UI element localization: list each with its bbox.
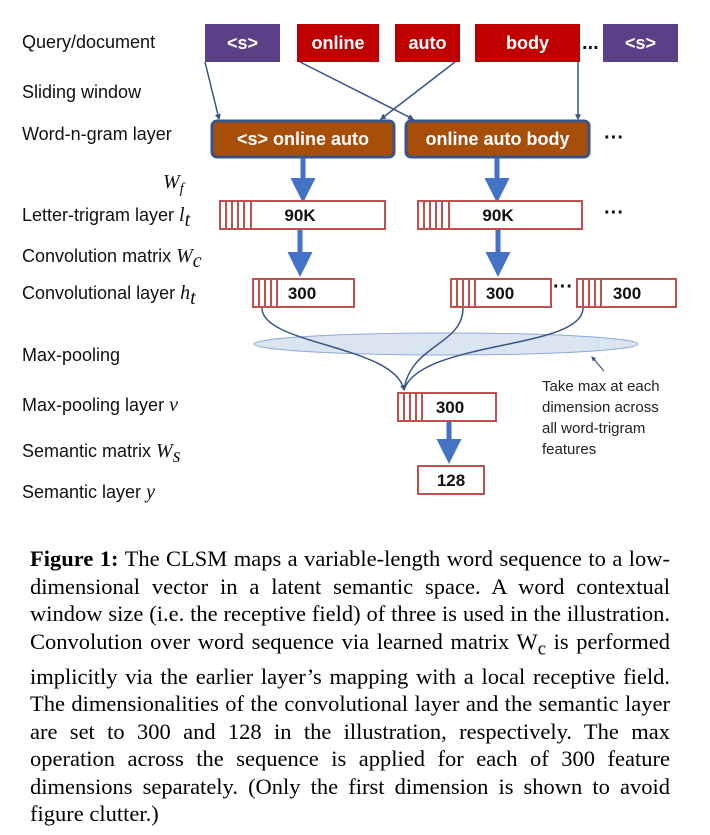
label-wf: Wf [163,171,186,197]
max-pooling-ellipse [253,332,639,356]
token-label-online: online [312,33,365,53]
semantic-value: 128 [437,471,465,490]
token-ellipsis: ... [582,32,599,54]
letter-trigram-box-2 [417,200,583,230]
letter-trigram-box-1 [219,200,386,230]
figure-label: Figure 1: [30,546,119,571]
pool-curve-3 [403,307,584,391]
conv-value-1: 300 [288,284,316,303]
conv-value-3: 300 [613,284,641,303]
token-label-body: body [506,33,549,53]
caption-text-part2: is performed implicitly via the earlier … [30,628,670,827]
caption-subscript-c: c [537,638,547,659]
label-word-ngram-layer: Word-n-gram layer [22,124,172,144]
label-sliding-window: Sliding window [22,82,142,102]
token-box-online [297,24,379,62]
pool-curve-1 [261,307,406,392]
token-label-auto: auto [409,33,447,53]
conv-box-2 [450,278,552,308]
label-convolutional-layer: Convolutional layer ht [22,282,196,309]
word-ngram-label-2: online auto body [426,129,570,149]
label-max-pooling: Max-pooling [22,345,120,365]
annotation-text: Take max at each dimension across all wo… [542,378,664,458]
conv-ellipsis: ··· [553,276,573,298]
maxpool-box [397,392,497,422]
word-ngram-label-1: <s> online auto [237,129,369,149]
token-box-start [205,24,280,62]
label-semantic-matrix: Semantic matrix Ws [22,440,181,467]
label-letter-trigram-layer: Letter-trigram layer lt [22,204,191,231]
caption-text-part1: The CLSM maps a variable-length word seq… [30,546,670,654]
window-arrow-start-to-ngram1 [204,61,221,121]
conv-box-3 [576,278,677,308]
token-label-end: <s> [625,33,656,53]
window-arrow-online-to-ngram2 [299,61,415,120]
letter-trigram-value-1: 90K [284,206,316,225]
conv-value-2: 300 [486,284,514,303]
label-convolution-matrix: Convolution matrix Wc [22,245,202,272]
letter-trigram-ellipsis: ··· [604,202,624,224]
conv-box-1 [252,278,355,308]
maxpool-value: 300 [436,398,464,417]
token-box-end [603,24,678,62]
annotation-arrow [591,356,605,372]
semantic-box [417,465,485,495]
token-box-auto [395,24,460,62]
word-ngram-box-2 [404,119,591,159]
word-ngram-ellipsis: ··· [604,127,624,149]
clsm-diagram: Query/document Sliding window Word-n-gra… [22,24,678,503]
token-label-start: <s> [227,33,258,53]
word-ngram-box-1 [210,119,396,159]
letter-trigram-value-2: 90K [482,206,514,225]
label-max-pooling-layer: Max-pooling layer v [22,394,178,416]
pool-curve-2 [403,307,464,391]
label-query-document: Query/document [22,32,155,52]
label-semantic-layer: Semantic layer y [22,481,155,503]
figure-caption: Figure 1: The CLSM maps a variable-lengt… [30,545,670,828]
window-arrow-auto-to-ngram1 [380,61,456,120]
token-box-body [475,24,580,62]
